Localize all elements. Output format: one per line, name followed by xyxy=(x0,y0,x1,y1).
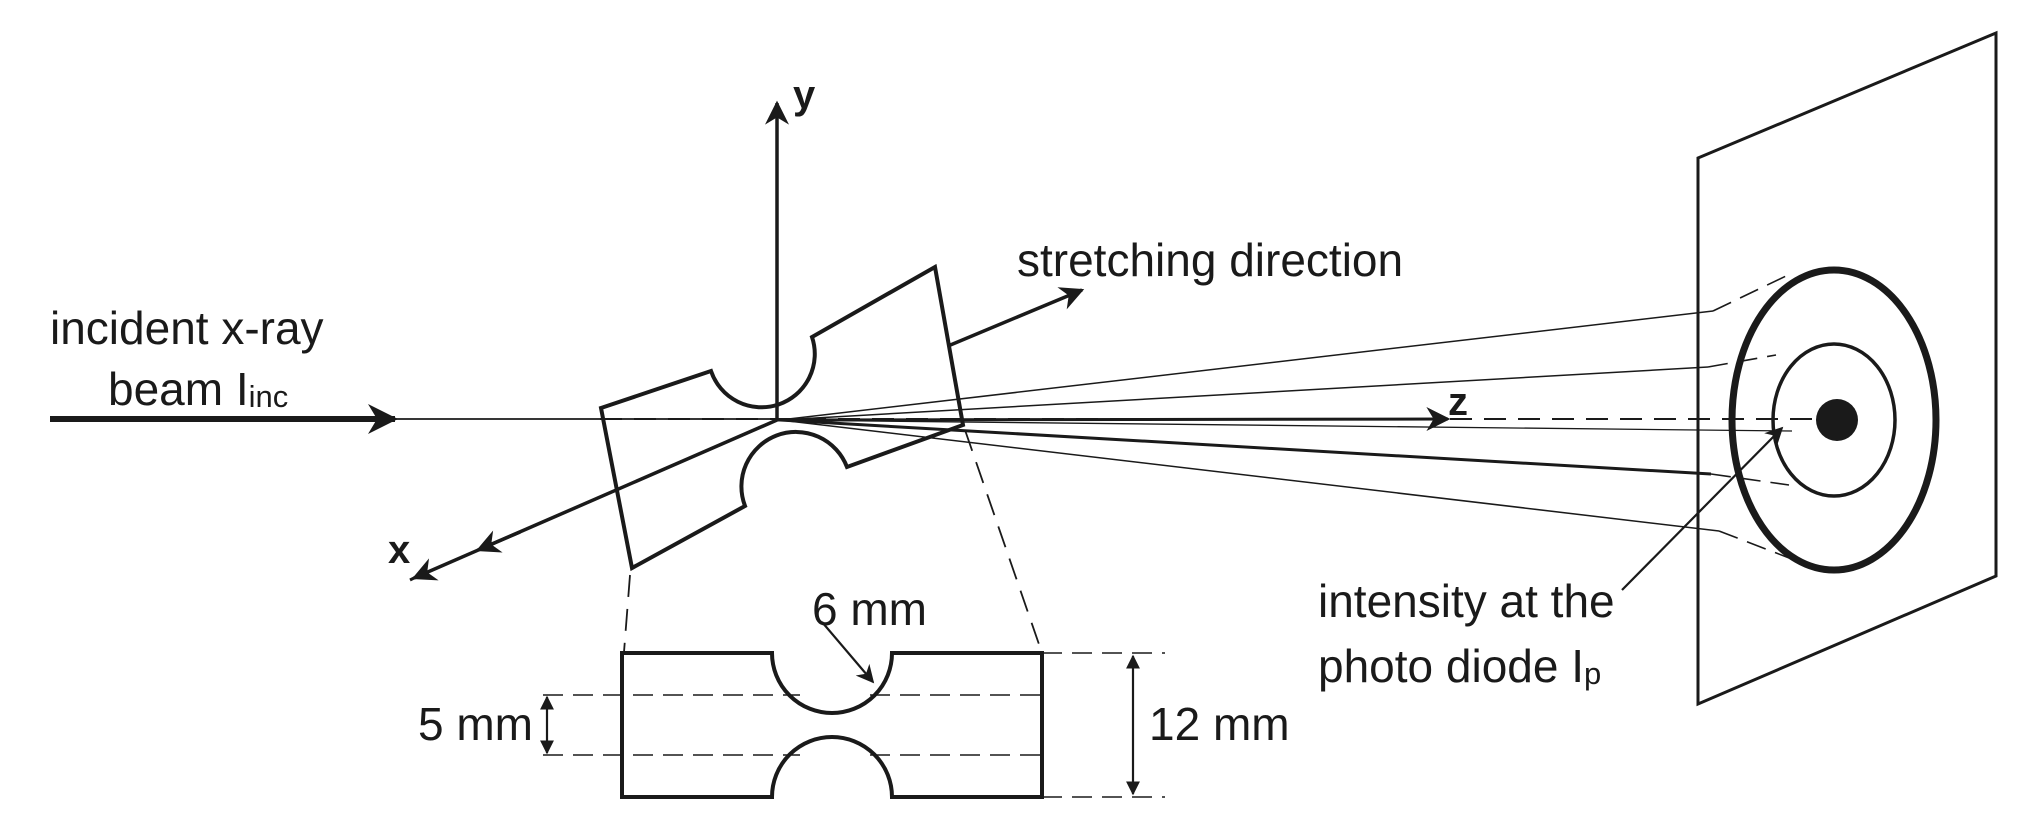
dim-5mm-label: 5 mm xyxy=(418,698,533,750)
incident-label-sub: inc xyxy=(249,379,289,414)
stretching-direction-label: stretching direction xyxy=(1017,234,1403,286)
detector xyxy=(1696,30,1998,707)
outer-diffraction-ring xyxy=(1728,266,1940,574)
dim-6mm-label: 6 mm xyxy=(812,583,927,635)
scattered-rays xyxy=(779,310,1793,532)
intensity-label-line1: intensity at the xyxy=(1318,575,1615,627)
inner-diffraction-ring xyxy=(1771,342,1897,498)
axis-x-label: x xyxy=(388,528,410,572)
axis-z-label: z xyxy=(1448,380,1468,424)
stretching-direction-arrow xyxy=(947,287,1085,348)
axis-y-label: y xyxy=(793,73,816,117)
direct-beam-spot xyxy=(1816,399,1858,441)
dim-6mm-pointer xyxy=(821,621,875,684)
intensity-label-sub: p xyxy=(1584,656,1601,691)
intensity-label-main: photo diode I xyxy=(1318,640,1584,692)
intensity-pointer-arrow xyxy=(1621,426,1784,591)
incident-label-main: beam I xyxy=(108,363,249,415)
coordinate-axes xyxy=(409,100,1451,582)
projection-lines xyxy=(623,429,1043,654)
intensity-label-line2: photo diode Ip xyxy=(1318,640,1601,692)
flat-sample xyxy=(620,651,1044,799)
tilted-sample xyxy=(598,263,966,572)
dim-12mm-label: 12 mm xyxy=(1149,698,1290,750)
incident-label-line2: beam Iinc xyxy=(108,363,288,415)
incident-label-line1: incident x-ray xyxy=(50,302,324,354)
dimension-dashed-lines xyxy=(543,652,1165,798)
